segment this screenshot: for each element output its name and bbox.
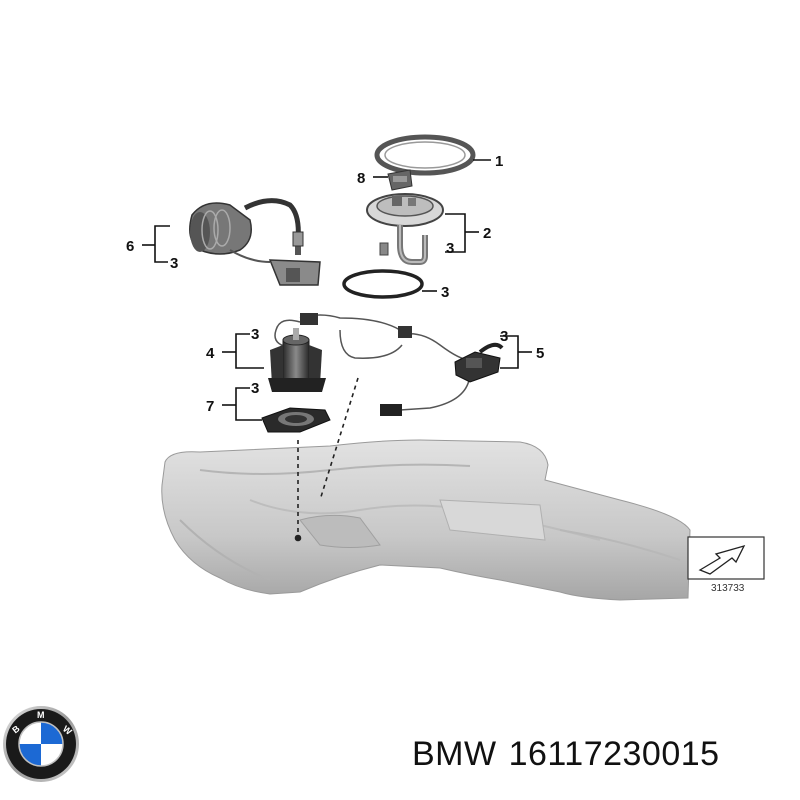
wiring-harness — [274, 313, 471, 416]
callout-2: 2 — [483, 225, 491, 242]
callout-7: 7 — [206, 398, 214, 415]
callout-5: 5 — [536, 345, 544, 362]
bmw-logo: B M W — [3, 706, 79, 782]
callout-1: 1 — [495, 153, 503, 170]
callout-3-flange: 3 — [446, 240, 454, 257]
reference-box: 313733 — [687, 536, 765, 594]
callout-3-filter: 3 — [170, 255, 178, 272]
callout-3-pump: 3 — [251, 326, 259, 343]
part-7-bracket — [261, 407, 331, 433]
part-5-level-sensor — [454, 342, 504, 383]
svg-text:M: M — [37, 710, 45, 720]
part-4-fuel-pump — [268, 328, 326, 392]
svg-text:B: B — [10, 723, 22, 735]
part-1-seal-ring — [374, 134, 476, 176]
callout-8: 8 — [357, 170, 365, 187]
callout-3-sensor: 3 — [500, 328, 508, 345]
part-8-connector — [387, 169, 413, 191]
part-number: 16117230015 — [508, 735, 720, 773]
callout-3-o-ring: 3 — [441, 284, 449, 301]
brand-name: BMW — [412, 735, 497, 773]
fuel-tank — [161, 439, 691, 601]
part-6-fuel-filter — [189, 198, 321, 286]
callout-3-bracket: 3 — [251, 380, 259, 397]
reference-number: 313733 — [711, 583, 745, 594]
callout-4: 4 — [206, 345, 215, 362]
assembly-guides — [294, 377, 359, 542]
part-3-o-ring — [342, 269, 424, 299]
callout-labels: 1 8 2 3 3 6 3 4 3 7 3 5 3 — [126, 153, 544, 415]
part-title: BMW 16117230015 — [412, 735, 720, 774]
part-2-flange-cover — [366, 193, 444, 265]
callout-lines — [142, 159, 532, 421]
callout-6: 6 — [126, 238, 134, 255]
